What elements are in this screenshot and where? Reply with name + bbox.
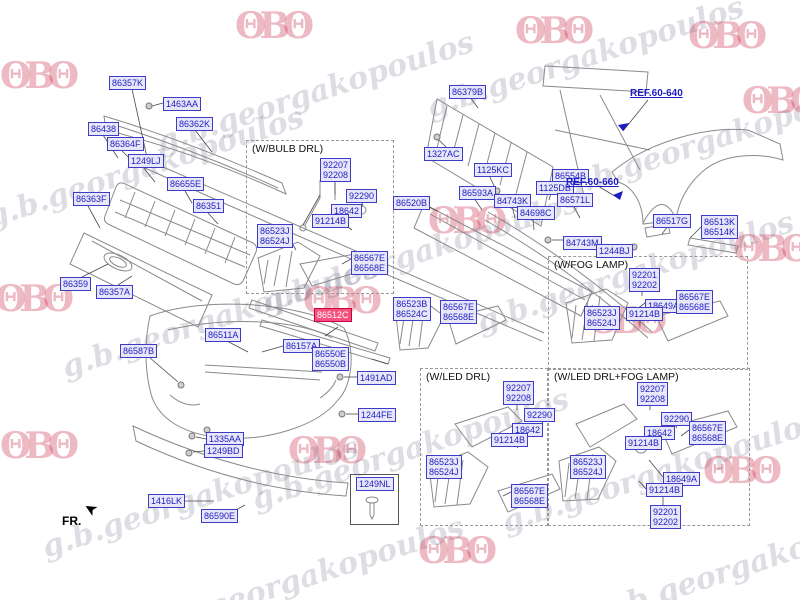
part-label-1463AA[interactable]: 1463AA — [163, 97, 202, 111]
part-label-1125KC[interactable]: 1125KC — [474, 163, 512, 177]
part-label-1491AD[interactable]: 1491AD — [357, 371, 396, 385]
screw-option-box — [350, 474, 399, 525]
part-label-86571L[interactable]: 86571L — [557, 193, 594, 207]
part-label-86357K[interactable]: 86357K — [109, 76, 147, 90]
part-label-1244BJ[interactable]: 1244BJ — [596, 244, 633, 258]
part-label-86593A[interactable]: 86593A — [459, 186, 497, 200]
section-bulb-drl: (W/BULB DRL) — [246, 140, 394, 294]
part-label-86590E[interactable]: 86590E — [201, 509, 239, 523]
part-label-92290[interactable]: 92290 — [346, 189, 378, 203]
section-led-drl: (W/LED DRL) — [420, 368, 548, 526]
front-direction-label: FR. — [62, 514, 82, 528]
part-label-91214B[interactable]: 91214B — [625, 436, 663, 450]
part-label-86655E[interactable]: 86655E — [167, 177, 205, 191]
part-label-86351[interactable]: 86351 — [193, 199, 225, 213]
section-fog-lamp: (W/FOG LAMP) — [548, 256, 748, 370]
part-label-84743M[interactable]: 84743M — [563, 236, 602, 250]
part-label-1249BD[interactable]: 1249BD — [204, 444, 243, 458]
section-title-fog-lamp: (W/FOG LAMP) — [554, 259, 629, 271]
part-label-91214B[interactable]: 91214B — [626, 307, 664, 321]
part-label-91214B[interactable]: 91214B — [312, 214, 350, 228]
part-label-1244FE[interactable]: 1244FE — [358, 408, 396, 422]
part-label-86359[interactable]: 86359 — [60, 277, 92, 291]
part-label-86511A[interactable]: 86511A — [205, 328, 242, 342]
part-label-1416LK[interactable]: 1416LK — [148, 494, 186, 508]
ref-label-60-660[interactable]: REF.60-660 — [566, 177, 619, 188]
section-title-bulb-drl: (W/BULB DRL) — [252, 143, 324, 155]
part-label-91214B[interactable]: 91214B — [491, 433, 529, 447]
part-label-86379B[interactable]: 86379B — [449, 85, 487, 99]
ref-label-60-640[interactable]: REF.60-640 — [630, 88, 683, 99]
part-label-1249LJ[interactable]: 1249LJ — [128, 154, 164, 168]
section-title-led-drl: (W/LED DRL) — [426, 371, 491, 383]
section-title-led-drl-fog: (W/LED DRL+FOG LAMP) — [554, 371, 679, 383]
part-label-86157A[interactable]: 86157A — [283, 339, 321, 353]
part-label-86357A[interactable]: 86357A — [96, 285, 134, 299]
part-label-86520B[interactable]: 86520B — [393, 196, 431, 210]
part-label-1249NL[interactable]: 1249NL — [356, 477, 394, 491]
part-label-91214B[interactable]: 91214B — [646, 483, 684, 497]
part-label-86587B[interactable]: 86587B — [120, 344, 158, 358]
part-label-86364F[interactable]: 86364F — [107, 137, 144, 151]
part-label-92290[interactable]: 92290 — [661, 412, 693, 426]
part-label-86438[interactable]: 86438 — [88, 122, 120, 136]
part-label-1125DB[interactable]: 1125DB — [536, 181, 574, 195]
part-label-1327AC[interactable]: 1327AC — [424, 147, 463, 161]
part-label-86517G[interactable]: 86517G — [653, 214, 692, 228]
part-label-86512C[interactable]: 86512C — [314, 308, 352, 322]
part-label-92290[interactable]: 92290 — [524, 408, 556, 422]
part-label-84743K[interactable]: 84743K — [494, 194, 532, 208]
part-label-84698C[interactable]: 84698C — [517, 206, 555, 220]
part-label-86363F[interactable]: 86363F — [73, 192, 110, 206]
section-led-drl-fog: (W/LED DRL+FOG LAMP) — [548, 368, 750, 526]
part-label-86362K[interactable]: 86362K — [176, 117, 214, 131]
